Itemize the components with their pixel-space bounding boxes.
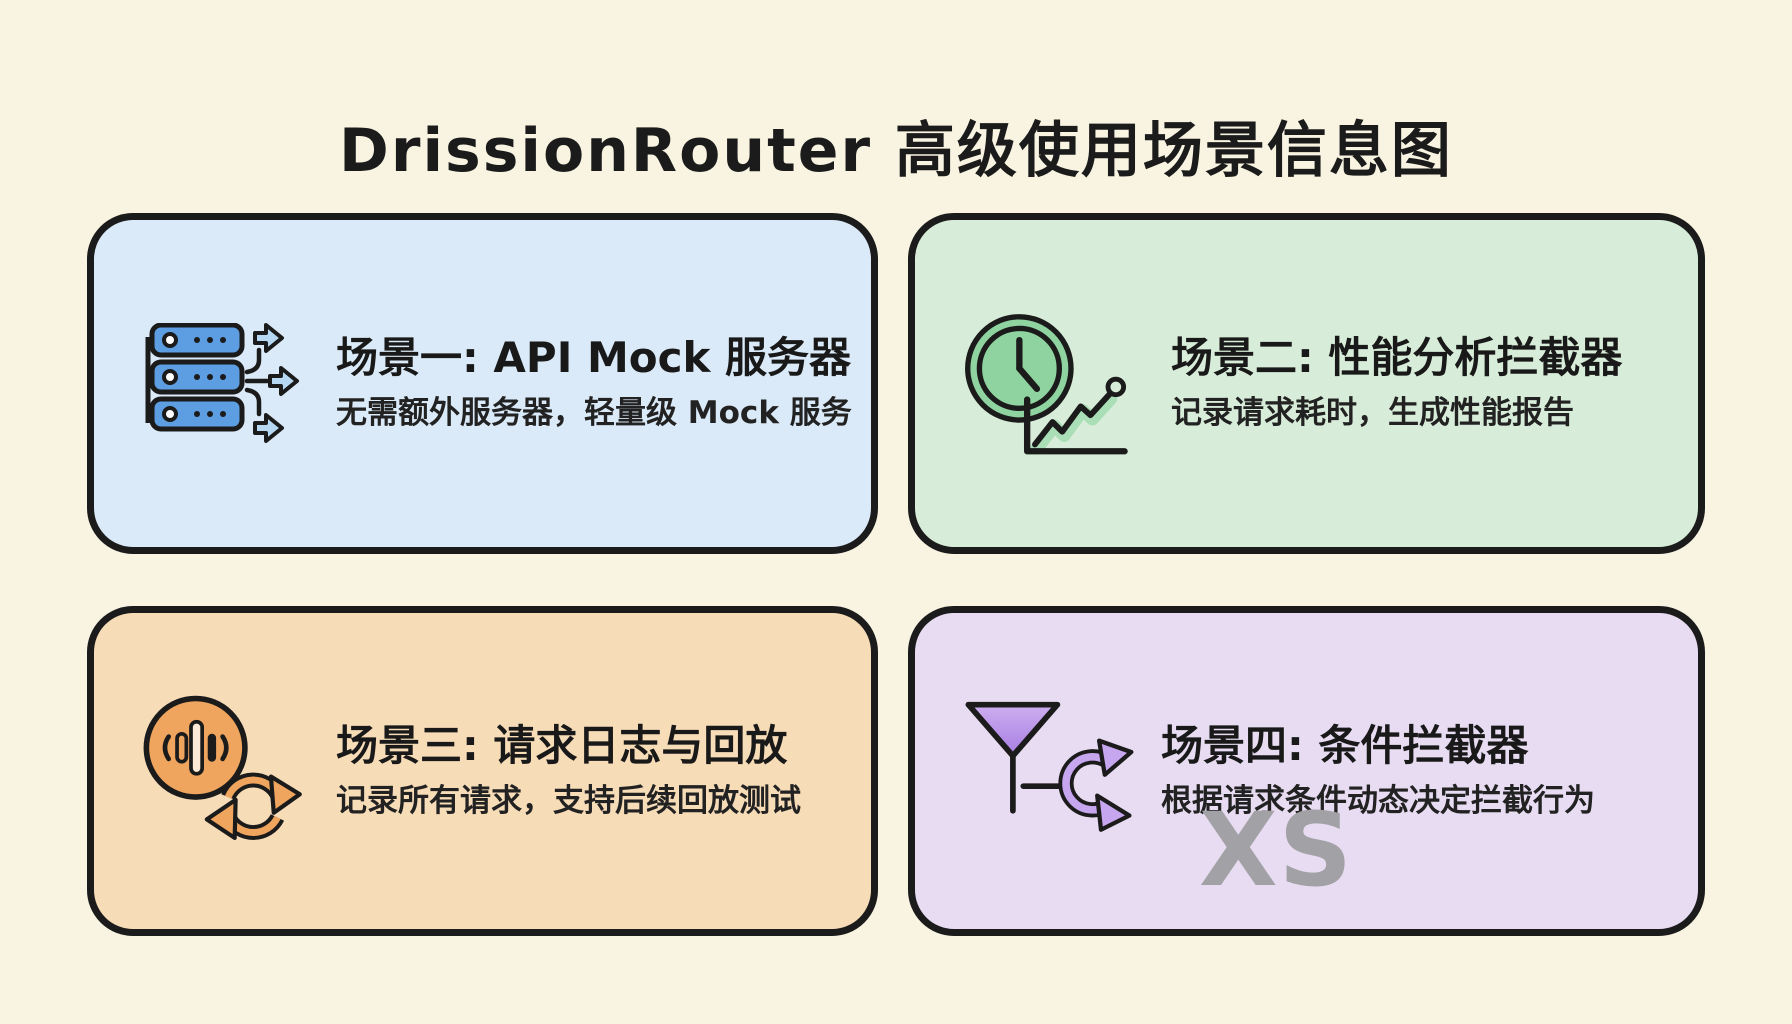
- card-1-subtitle: 无需额外服务器，轻量级 Mock 服务: [336, 395, 852, 432]
- clock-chart-icon: [957, 309, 1147, 459]
- card-text: 场景二: 性能分析拦截器 记录请求耗时，生成性能报告: [1171, 335, 1622, 432]
- card-4-title: 场景四: 条件拦截器: [1161, 720, 1529, 770]
- card-scenario-2: 场景二: 性能分析拦截器 记录请求耗时，生成性能报告: [908, 213, 1705, 554]
- audio-replay-icon: [136, 691, 312, 851]
- page-title: DrissionRouter 高级使用场景信息图: [339, 116, 1453, 187]
- card-scenario-4: 场景四: 条件拦截器 根据请求条件动态决定拦截行为: [908, 606, 1705, 936]
- card-3-subtitle: 记录所有请求，支持后续回放测试: [336, 782, 801, 819]
- card-2-title: 场景二: 性能分析拦截器: [1171, 333, 1623, 382]
- card-text: 场景四: 条件拦截器 根据请求条件动态决定拦截行为: [1161, 720, 1595, 820]
- card-1-title: 场景一: API Mock 服务器: [336, 333, 852, 382]
- server-branch-icon: [136, 322, 312, 445]
- card-4-subtitle: 根据请求条件动态决定拦截行为: [1161, 782, 1595, 819]
- card-text: 场景三: 请求日志与回放 记录所有请求，支持后续回放测试: [336, 720, 801, 820]
- card-scenario-3: 场景三: 请求日志与回放 记录所有请求，支持后续回放测试: [87, 606, 878, 936]
- card-scenario-1: 场景一: API Mock 服务器 无需额外服务器，轻量级 Mock 服务: [87, 213, 878, 554]
- watermark: XS: [1199, 791, 1354, 910]
- funnel-branch-icon: [957, 691, 1137, 851]
- card-2-subtitle: 记录请求耗时，生成性能报告: [1171, 395, 1574, 432]
- card-text: 场景一: API Mock 服务器 无需额外服务器，轻量级 Mock 服务: [336, 333, 852, 432]
- card-3-title: 场景三: 请求日志与回放: [336, 720, 788, 770]
